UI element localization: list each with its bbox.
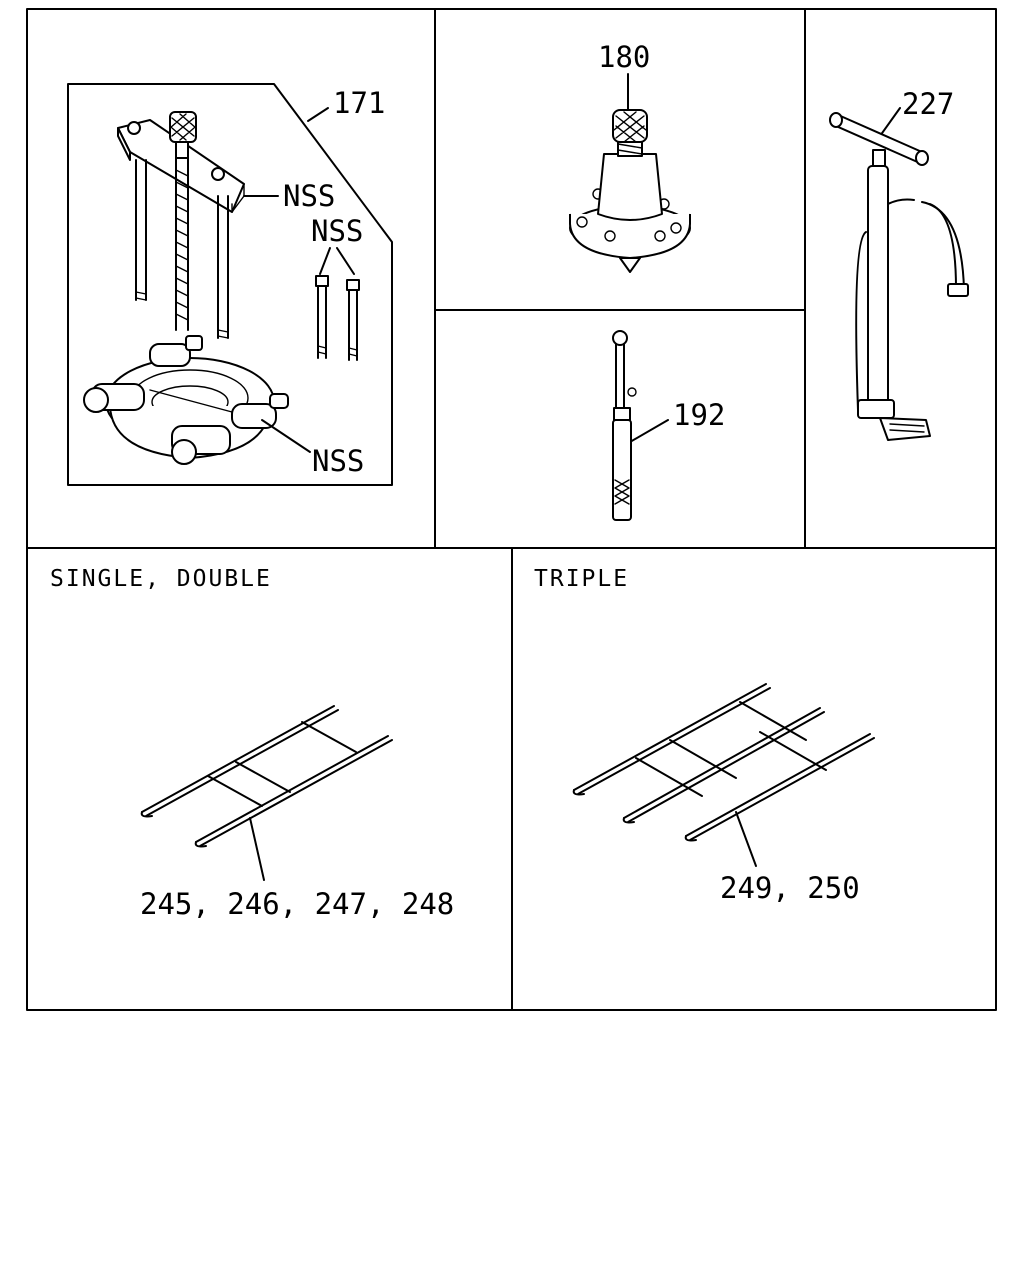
- chains-triple-panel: TRIPLE 249, 250: [534, 566, 875, 905]
- pump-panel: 227: [829, 87, 969, 441]
- puller-kit-outline: [67, 83, 393, 486]
- pump-illustration: [829, 112, 969, 441]
- callout-180: 180: [598, 40, 650, 74]
- nss-label-separator: NSS: [312, 444, 364, 478]
- callout-245-248: 245, 246, 247, 248: [140, 887, 454, 921]
- gauge-base-panel: 180: [569, 40, 691, 273]
- puller-panel: 171: [67, 83, 393, 486]
- panel-grid: [26, 8, 997, 1011]
- gauge-base-illustration: [569, 109, 691, 273]
- heading-single-double: SINGLE, DOUBLE: [50, 566, 272, 592]
- chain-triple-illustration: [572, 683, 875, 842]
- callout-192: 192: [673, 398, 725, 432]
- callout-171: 171: [333, 86, 385, 120]
- heading-triple: TRIPLE: [534, 566, 629, 592]
- chains-single-double-panel: SINGLE, DOUBLE 245, 246, 247, 248: [50, 566, 454, 921]
- callout-249-250: 249, 250: [720, 871, 860, 905]
- pressure-gauge-illustration: [612, 330, 637, 521]
- pressure-gauge-panel: 192: [612, 330, 725, 521]
- nss-label-bolts: NSS: [311, 214, 363, 248]
- callout-227: 227: [902, 87, 954, 121]
- puller-illustration: [83, 111, 360, 465]
- nss-label-crossbar: NSS: [283, 179, 335, 213]
- chain-single-double-illustration: [140, 705, 393, 848]
